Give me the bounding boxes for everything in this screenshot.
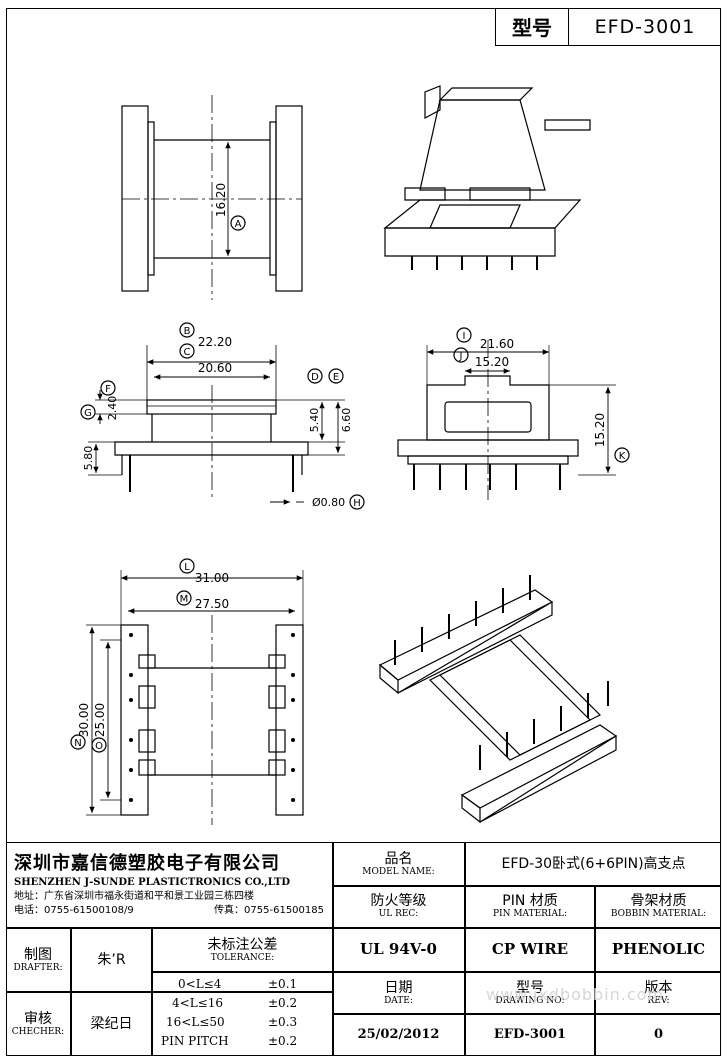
company-tel: 电话：0755-61500108/9 xyxy=(14,904,134,916)
title-block: 深圳市嘉信德塑胶电子有限公司 SHENZHEN J-SUNDE PLASTICT… xyxy=(6,842,721,1056)
label-I: I xyxy=(463,331,466,342)
drawing-no-label: 型号 DRAWING NO: xyxy=(495,979,565,1006)
dim-G-val: 5.80 xyxy=(82,446,95,471)
dim-N-val: 30.00 xyxy=(77,703,91,737)
label-J: J xyxy=(459,351,463,362)
company-name-cn: 深圳市嘉信德塑胶电子有限公司 xyxy=(14,852,280,874)
dim-D-val: 5.40 xyxy=(308,408,321,433)
dim-O-val: 25.00 xyxy=(93,703,107,737)
dim-B-val: 22.20 xyxy=(198,335,232,349)
label-C: C xyxy=(184,347,191,358)
drafter-label: 制图 DRAFTER: xyxy=(13,946,63,973)
drafter-value: 朱’R xyxy=(97,951,126,968)
dim-top-height: 16.20 xyxy=(214,183,228,217)
dim-M-val: 27.50 xyxy=(195,597,229,611)
model-tag-label: 型号 xyxy=(496,8,569,45)
company-name-en: SHENZHEN J-SUNDE PLASTICTRONICS CO.,LTD xyxy=(14,876,291,888)
company-fax: 传真：0755-61500185 xyxy=(214,904,324,916)
model-tag-value: EFD-3001 xyxy=(594,15,696,38)
bobbin-material-value: PHENOLIC xyxy=(611,940,706,959)
date-label: 日期 DATE: xyxy=(384,979,413,1006)
pin-material-label: PIN 材质 PIN MATERIAL: xyxy=(493,893,567,920)
iso-view-bottom xyxy=(378,575,618,824)
rev-label: 版本 REV: xyxy=(644,979,673,1006)
label-H: H xyxy=(353,498,361,509)
model-name-value: EFD-30卧式(6+6PIN)高支点 xyxy=(501,855,686,872)
label-N: N xyxy=(74,738,81,749)
dim-L-val: 31.00 xyxy=(195,571,229,585)
company-block: 深圳市嘉信德塑胶电子有限公司 SHENZHEN J-SUNDE PLASTICT… xyxy=(6,843,332,927)
label-G: G xyxy=(84,408,92,419)
checker-value: 梁纪日 xyxy=(90,1015,133,1032)
label-A: A xyxy=(235,219,242,230)
label-F: F xyxy=(105,384,111,395)
bobbin-material-label: 骨架材质 BOBBIN MATERIAL: xyxy=(610,893,707,920)
side-view: 21.60 I 15.20 J 15.20 K xyxy=(397,327,630,500)
label-D: D xyxy=(311,372,319,383)
dim-C-val: 20.60 xyxy=(198,361,232,375)
model-name-label: 品名 MODEL NAME: xyxy=(362,850,435,877)
tolerance-label: 未标注公差 TOLERANCE: xyxy=(207,936,278,963)
checker-label: 审核 CHECHER: xyxy=(11,1010,65,1037)
engineering-drawing: 16.20 A 22.20 B 20.60 C xyxy=(70,85,630,825)
label-L: L xyxy=(184,562,190,573)
pin-material-value: CP WIRE xyxy=(491,940,569,959)
dim-F-val: 2.40 xyxy=(106,396,119,421)
company-address: 地址：广东省深圳市福永街道和平和景工业园三栋四楼 xyxy=(14,891,254,903)
label-B: B xyxy=(184,326,191,337)
model-tag: 型号 EFD-3001 xyxy=(495,8,721,46)
dim-J-val: 15.20 xyxy=(475,355,509,369)
iso-view-top xyxy=(383,85,591,270)
front-view: 22.20 B 20.60 C 2.40 F G 5.80 xyxy=(80,322,365,510)
watermark: www.jxdbobbin.com xyxy=(486,985,665,1004)
dim-H-val: Ø0.80 xyxy=(312,496,345,509)
drawing-no-value: EFD-3001 xyxy=(493,1026,567,1042)
ul-label: 防火等级 UL REC: xyxy=(370,893,427,920)
date-value: 25/02/2012 xyxy=(357,1026,440,1042)
top-view: 16.20 A xyxy=(121,95,303,300)
label-K: K xyxy=(619,451,626,462)
label-M: M xyxy=(180,594,189,605)
drawing-frame xyxy=(6,8,721,1056)
dim-K-val: 15.20 xyxy=(593,413,607,447)
ul-value: UL 94V-0 xyxy=(360,940,437,959)
dim-E-val: 6.60 xyxy=(340,408,353,433)
bottom-view: 31.00 L 27.50 M xyxy=(70,558,304,825)
label-O: O xyxy=(95,741,103,752)
dim-I-val: 21.60 xyxy=(480,337,514,351)
rev-value: 0 xyxy=(653,1026,664,1042)
label-E: E xyxy=(333,372,339,383)
